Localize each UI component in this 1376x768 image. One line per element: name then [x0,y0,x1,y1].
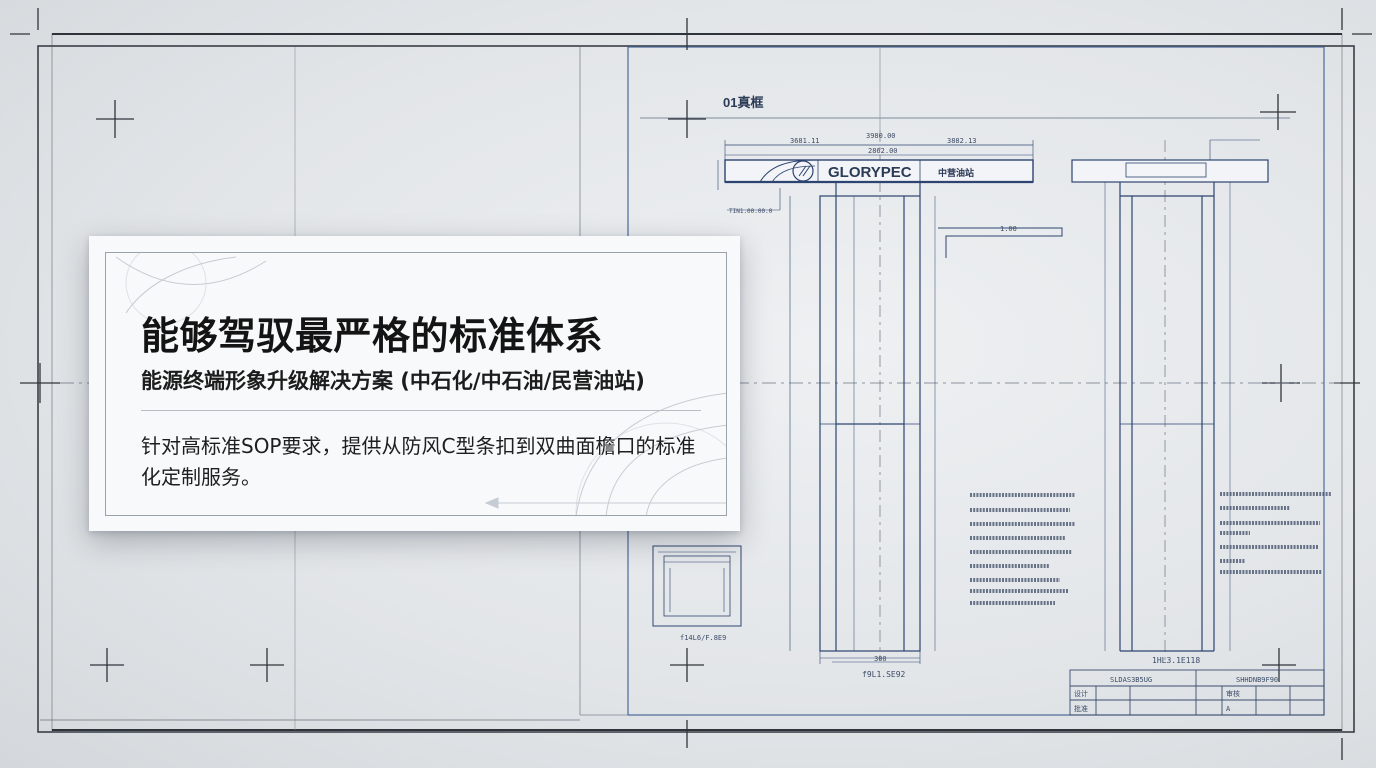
info-card-frame: 能够驾驭最严格的标准体系 能源终端形象升级解决方案 (中石化/中石油/民营油站)… [105,252,727,516]
title-block-cell4: A [1226,705,1231,713]
title-block-cell3: 批准 [1074,704,1088,713]
notes-block-right [1220,492,1332,574]
dim-top-center: 3980.00 [866,132,896,140]
caption-main: f9L1.SE92 [862,670,906,679]
card-subtitle: 能源终端形象升级解决方案 (中石化/中石油/民营油站) [141,369,645,393]
dim-right-arm: 1.00 [1000,225,1017,233]
notes-block-center [970,493,1075,605]
caption-right: 1HL3.1E118 [1152,656,1200,665]
card-title: 能够驾驭最严格的标准体系 [141,314,604,358]
main-elevation [717,140,1063,664]
dim-second: 2862.00 [868,147,898,155]
card-description: 针对高标准SOP要求，提供从防风C型条扣到双曲面檐口的标准化定制服务。 [141,434,696,489]
left-note: TIN1.00.00.0 [729,208,773,215]
title-block-right: SHHDNB9F90 [1236,676,1278,684]
title-block-left: SLDAS3B5UG [1110,676,1152,684]
crosshair-marks [10,8,1372,760]
info-card: 能够驾驭最严格的标准体系 能源终端形象升级解决方案 (中石化/中石油/民营油站)… [89,236,740,531]
section-label: 01真框 [723,95,763,110]
side-elevation [1071,139,1269,652]
detail-drawing [652,545,742,627]
card-decoration [115,253,726,515]
title-block-cell2: 审核 [1226,689,1240,698]
title-block [1069,669,1325,716]
dim-top-left: 3681.11 [790,137,820,145]
title-block-cell1: 设计 [1074,689,1088,698]
dim-top-right: 3882.13 [947,137,977,145]
dim-bottom: 300 [874,655,887,663]
sheet-frame [37,33,1355,733]
main-elevation-labels: 3681.11 3980.00 3882.13 2862.00 GLORYPEC… [729,132,1017,679]
brand-text: GLORYPEC [828,164,912,181]
title-block-text: SLDAS3B5UG SHHDNB9F90 设计 审核 批准 A [1074,676,1278,713]
card-divider [141,410,701,411]
brand-suffix: 中营油站 [938,167,974,178]
caption-detail: f14L6/F.8E9 [680,634,726,642]
